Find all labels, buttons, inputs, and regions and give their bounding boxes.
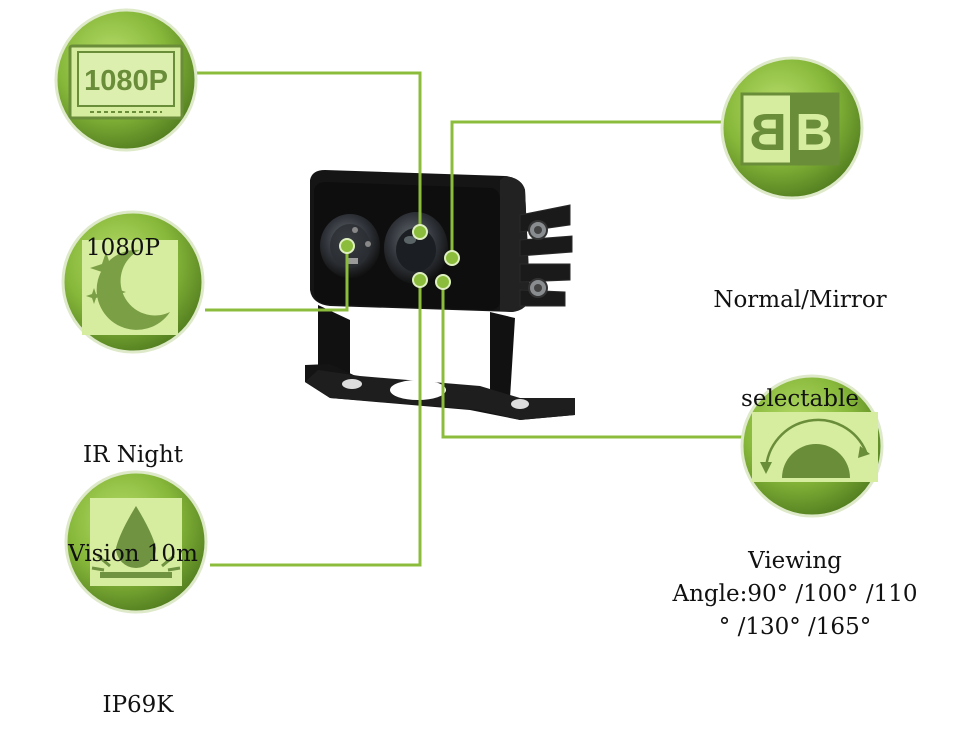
svg-text:B: B	[749, 104, 787, 162]
water-drop-icon	[90, 498, 182, 586]
svg-text:B: B	[795, 104, 833, 162]
feature-viewing-angle-badge	[740, 374, 884, 518]
callout-dots	[339, 224, 460, 290]
mirror-b-icon: B B	[740, 92, 840, 166]
feature-1080p-label: 1080P	[85, 235, 160, 261]
callout-lines	[196, 71, 742, 567]
camera-image	[305, 170, 575, 420]
product-diagram: 1080P B B	[54, 8, 884, 614]
svg-text:1080P: 1080P	[84, 65, 168, 97]
feature-ir-night-badge	[61, 210, 205, 354]
feature-ir-night-label: IR Night Vision 10m	[68, 442, 198, 567]
feature-mirror-label: Normal/Mirror selectable	[713, 287, 887, 412]
feature-ip69k-label: IP69K	[102, 692, 174, 718]
moon-stars-icon	[82, 240, 178, 335]
monitor-1080p-icon: 1080P	[68, 44, 184, 120]
feature-ip69k-badge	[64, 470, 208, 614]
viewing-angle-icon	[752, 412, 878, 482]
feature-viewing-angle-label: Viewing Angle:90° /100° /110 ° /130° /16…	[672, 548, 918, 640]
feature-mirror-badge: B B	[720, 56, 864, 200]
feature-1080p-badge: 1080P	[54, 8, 198, 152]
